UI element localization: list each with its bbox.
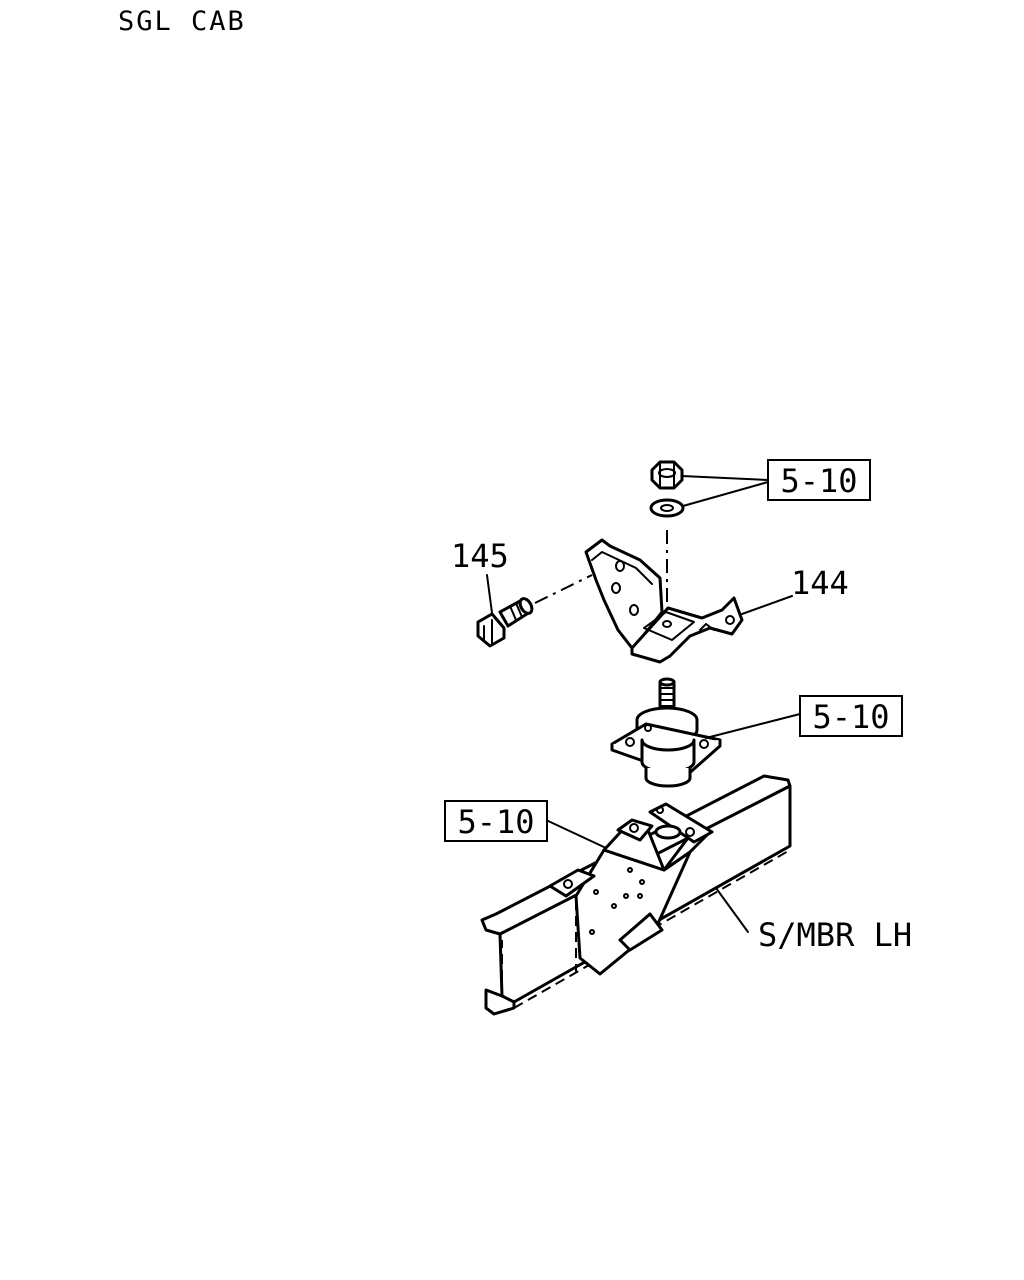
callout-side-member: S/MBR LH: [758, 916, 912, 954]
frame-outrigger-bracket: [548, 802, 714, 976]
flange-nut: [650, 460, 684, 490]
leader-nut: [681, 475, 769, 481]
leader-frame-bracket: [545, 819, 607, 849]
rubber-cab-mount: [610, 677, 722, 788]
leader-side-member: [715, 887, 749, 933]
callout-145: 145: [451, 537, 509, 575]
callout-144: 144: [791, 564, 849, 602]
centerline-bolt: [534, 574, 593, 604]
leader-144: [741, 595, 793, 615]
ref-box-mount: 5-10: [799, 695, 903, 737]
cab-mount-bracket: [584, 538, 744, 664]
ref-box-nut-washer: 5-10: [767, 459, 871, 501]
ref-label-nut-washer: 5-10: [780, 462, 857, 500]
leader-washer: [682, 481, 769, 507]
bolt: [476, 597, 534, 648]
header-title: SGL CAB: [118, 6, 246, 37]
ref-label-mount: 5-10: [812, 698, 889, 736]
leader-145: [486, 574, 493, 614]
leader-mount: [705, 713, 801, 739]
ref-label-frame-bracket: 5-10: [457, 803, 534, 841]
washer: [649, 498, 685, 518]
ref-box-frame-bracket: 5-10: [444, 800, 548, 842]
